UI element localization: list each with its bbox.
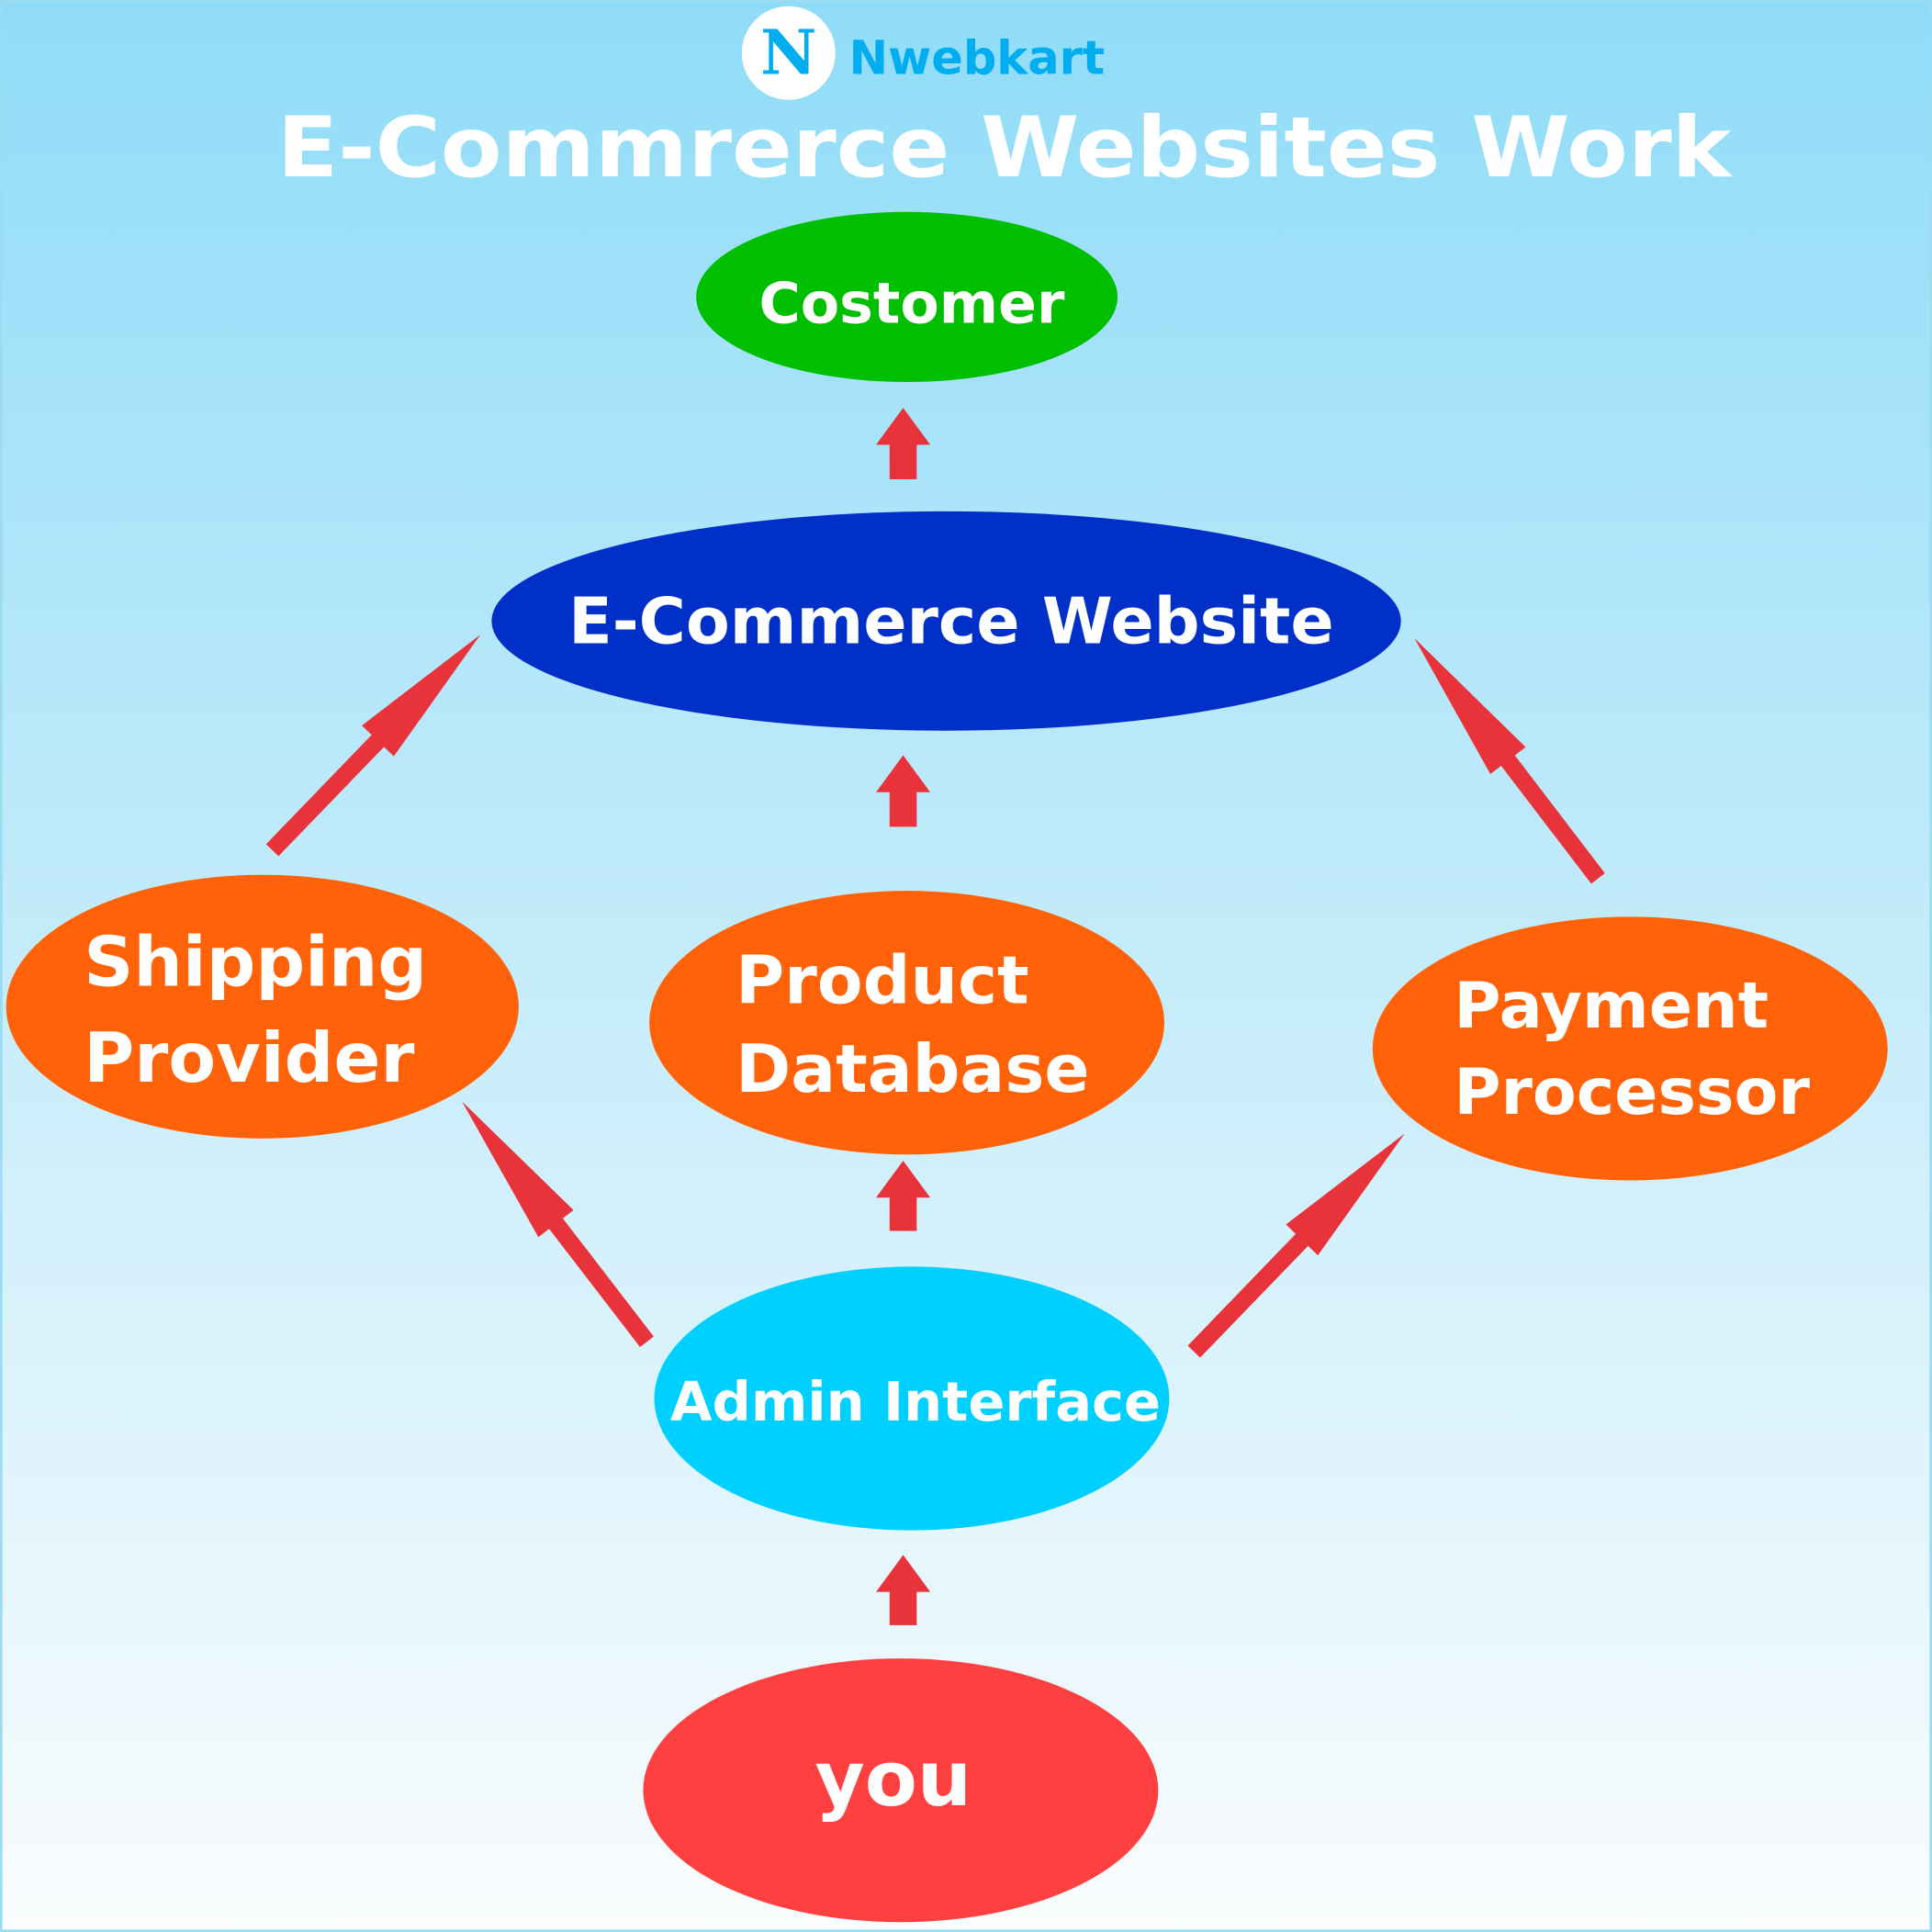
node-admin-interface: Admin Interface <box>654 1266 1170 1531</box>
node-customer: Costomer <box>696 211 1118 382</box>
node-shipping-provider: Shipping Provider <box>6 874 519 1139</box>
node-you: you <box>643 1658 1159 1923</box>
node-website: E-Commerce Website <box>491 511 1401 731</box>
node-payment-line1: Payment <box>1454 969 1769 1043</box>
arrow-admin-to-shipping <box>462 1101 654 1347</box>
node-product-database: Product Database <box>649 891 1165 1155</box>
arrow-admin-to-product <box>876 1161 931 1231</box>
node-shipping-line1: Shipping <box>84 921 427 1002</box>
arrow-you-to-admin <box>876 1555 931 1625</box>
arrow-admin-to-payment <box>1187 1133 1405 1358</box>
node-you-label: you <box>815 1735 972 1824</box>
node-payment-processor: Payment Processor <box>1372 916 1888 1181</box>
logo-letter: N <box>760 17 816 89</box>
node-website-label: E-Commerce Website <box>568 584 1334 658</box>
brand-name: Nwebkart <box>849 32 1106 86</box>
node-customer-label: Costomer <box>758 271 1065 337</box>
arrow-product-to-website <box>876 755 931 827</box>
logo-circle <box>741 6 836 100</box>
arrow-shipping-to-website <box>265 635 481 857</box>
node-payment-line2: Processor <box>1454 1055 1810 1129</box>
arrows <box>265 408 1605 1625</box>
arrow-website-to-customer <box>876 408 931 479</box>
brand-logo: N Nwebkart <box>741 6 1106 100</box>
node-product-line1: Product <box>736 942 1029 1019</box>
node-product-line2: Database <box>736 1031 1089 1108</box>
node-shipping-line2: Provider <box>84 1017 414 1098</box>
page-title: E-Commrerce Websites Work <box>277 98 1734 197</box>
node-admin-label: Admin Interface <box>670 1370 1161 1433</box>
arrow-payment-to-website <box>1414 638 1605 884</box>
